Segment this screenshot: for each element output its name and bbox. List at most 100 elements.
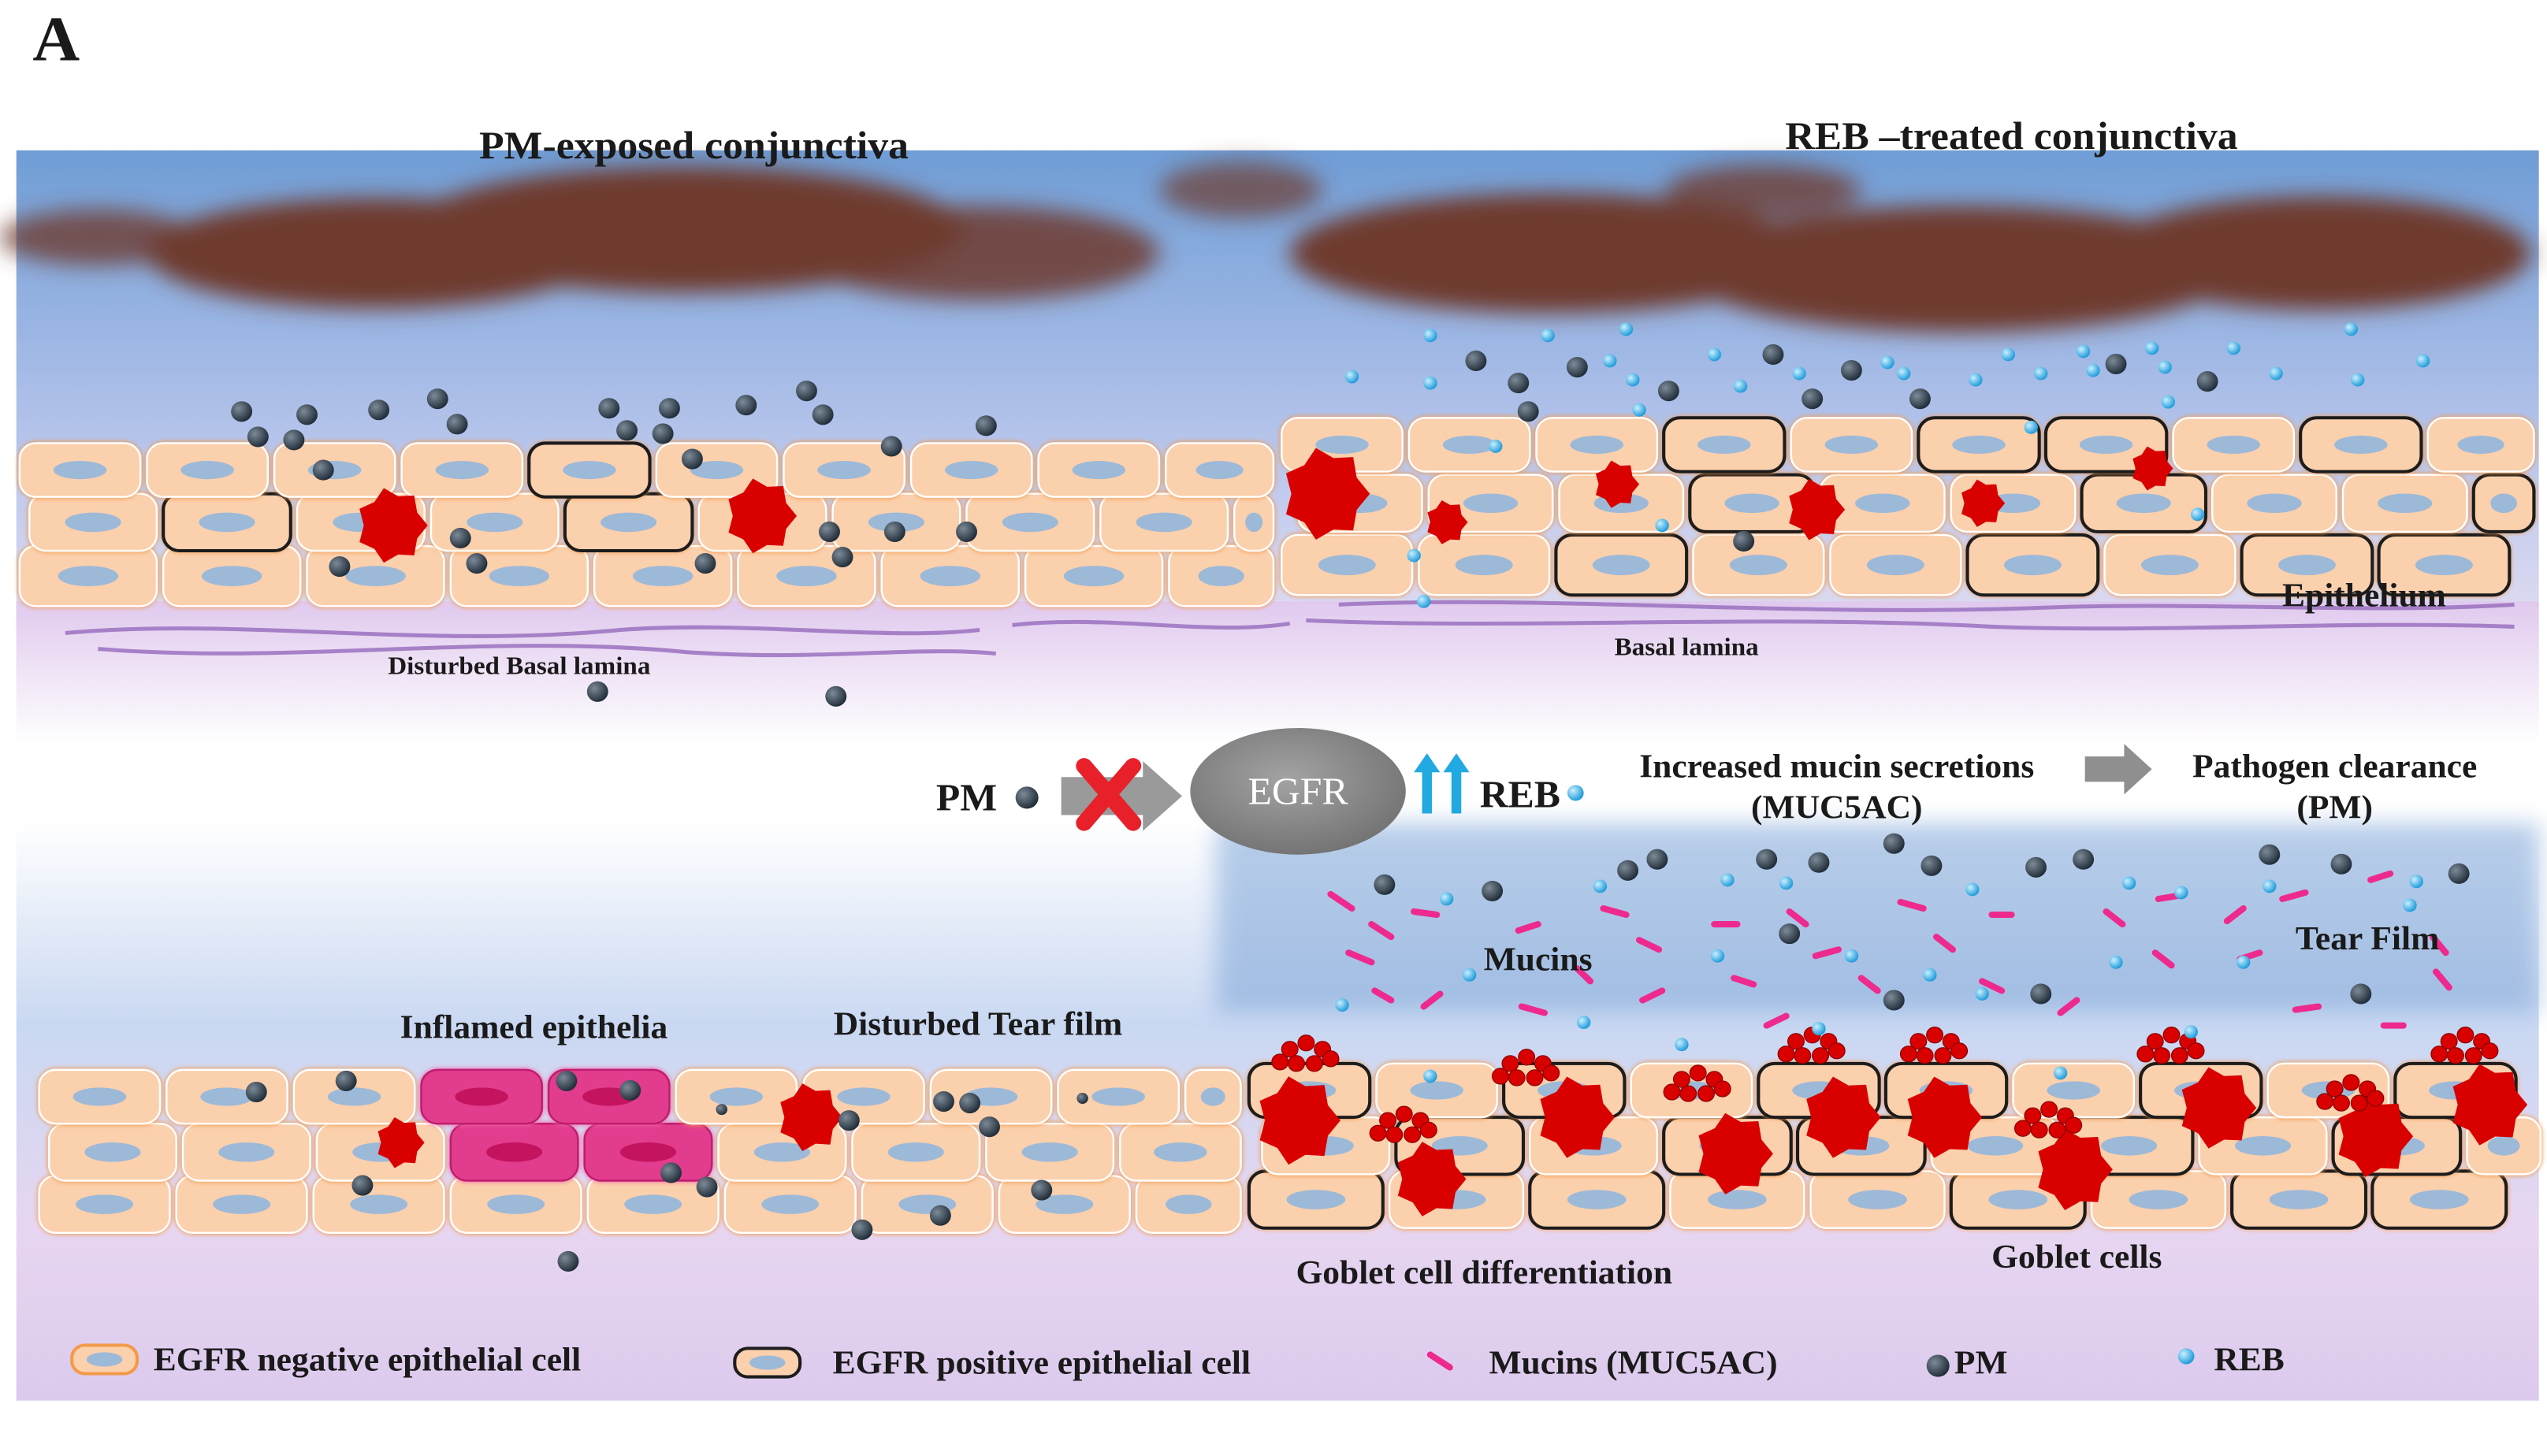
mucin-granule xyxy=(1672,1071,1690,1088)
mucin-granule xyxy=(1281,1041,1299,1058)
particles xyxy=(231,322,2470,1272)
egfr-negative-cell xyxy=(585,1173,721,1235)
legend-egfr-negative-label: EGFR negative epithelial cell xyxy=(154,1342,582,1378)
pm-particle xyxy=(735,395,757,416)
pm-particle xyxy=(619,1079,641,1101)
mucin-effect-label: Increased mucin secretions xyxy=(1639,748,2034,785)
reb-particle xyxy=(1923,968,1937,982)
mucin-granule xyxy=(2048,1121,2066,1138)
reb-particle xyxy=(2144,341,2159,355)
reb-particle xyxy=(1603,354,1617,368)
mucin-granule xyxy=(2326,1080,2344,1098)
mucin-granule xyxy=(2065,1116,2083,1134)
reb-particle xyxy=(1733,379,1748,393)
egfr-receptor xyxy=(1190,728,1406,855)
mucin-granule xyxy=(1501,1055,1519,1072)
mucin-granule xyxy=(1787,1033,1805,1050)
egfr-label: EGFR xyxy=(1248,770,1348,812)
goblet-secretion xyxy=(377,1116,425,1168)
reb-particle xyxy=(1576,1016,1591,1030)
egfr-negative-cell xyxy=(1817,472,1947,534)
egfr-positive-cell xyxy=(1246,1168,1385,1231)
pm-particle xyxy=(2073,849,2095,870)
pm-particle xyxy=(312,459,334,481)
egfr-negative-cell xyxy=(1279,532,1415,598)
egfr-negative-cell xyxy=(180,1121,313,1183)
reb-particle xyxy=(2161,395,2176,409)
pm-particle xyxy=(1883,990,1905,1011)
egfr-positive-cell xyxy=(2298,415,2424,474)
mucin-strand xyxy=(1371,987,1395,1004)
mucin-strand xyxy=(1635,937,1663,953)
egfr-negative-cell xyxy=(859,1173,995,1235)
reb-particle xyxy=(1423,1069,1437,1083)
pm-particle xyxy=(446,414,468,435)
goblet-secretions xyxy=(359,446,2528,1216)
reb-particle xyxy=(2236,955,2251,969)
mucin-granule xyxy=(2153,1047,2171,1064)
pm-particle xyxy=(696,1176,718,1198)
mucin-granule xyxy=(1916,1047,1934,1064)
mucin-strand xyxy=(1897,898,1927,912)
reb-particle xyxy=(2263,879,2277,893)
pm-particle xyxy=(2196,371,2218,392)
mucin-granule xyxy=(1297,1034,1315,1052)
legend-egfr-positive-label: EGFR positive epithelial cell xyxy=(833,1345,1251,1381)
pm-particle xyxy=(247,426,269,448)
pm-particle xyxy=(231,401,253,422)
egfr-negative-cell xyxy=(592,543,734,609)
egfr-negative-cell xyxy=(1117,1121,1244,1183)
mucin-granule xyxy=(2170,1047,2188,1064)
egfr-positive-cell xyxy=(1916,415,2042,474)
egfr-positive-cell xyxy=(2239,532,2375,598)
reb-particle xyxy=(2121,876,2136,890)
basal-lamina-label: Basal lamina xyxy=(1615,633,1759,661)
mucin-granule xyxy=(1305,1055,1323,1072)
mucin-granule xyxy=(2136,1046,2155,1063)
egfr-negative-cell xyxy=(27,491,159,554)
egfr-negative-cell xyxy=(17,543,159,609)
mucin-granule xyxy=(1271,1053,1289,1071)
mucin-strand xyxy=(1518,1003,1549,1016)
egfr-negative-cell xyxy=(781,440,907,500)
inflamed-cell xyxy=(546,1067,672,1127)
outcome-sublabel: (PM) xyxy=(2296,789,2373,826)
mucin-granule xyxy=(2342,1074,2360,1091)
pm-particle xyxy=(883,521,905,542)
egfr-negative-cell xyxy=(1668,1168,1807,1231)
egfr-negative-cell xyxy=(17,440,143,500)
mucin-granule xyxy=(2350,1094,2368,1112)
legend-reb-label: REB xyxy=(2214,1342,2284,1378)
inflamed-epithelia-label: Inflamed epithelia xyxy=(400,1009,668,1046)
panel-label: A xyxy=(32,3,80,74)
up-arrows-icon xyxy=(1414,753,1470,814)
mucin-strand xyxy=(2367,870,2394,883)
pm-particle xyxy=(296,404,318,425)
pm-particle xyxy=(819,521,840,542)
pm-particle xyxy=(658,398,680,419)
egfr-negative-cell xyxy=(271,440,398,500)
mucin-strand xyxy=(2057,997,2080,1016)
disturbed-basal-lamina-label: Disturbed Basal lamina xyxy=(388,652,650,680)
mucin-granule xyxy=(2040,1101,2058,1118)
reb-particle xyxy=(1335,998,1349,1012)
egfr-negative-cell xyxy=(1828,532,1964,598)
goblet-secretion xyxy=(728,478,798,554)
reb-particle xyxy=(1541,329,1555,343)
legend-reb-swatch xyxy=(2177,1348,2195,1365)
egfr-positive-cell xyxy=(1965,532,2101,598)
mucin-granule xyxy=(1542,1064,1560,1082)
pm-particle xyxy=(1883,833,1905,854)
mucin-granule xyxy=(1369,1124,1387,1142)
left-panel-title: PM-exposed conjunctiva xyxy=(479,124,909,168)
mucin-granule xyxy=(1777,1046,1795,1063)
egfr-negative-cell xyxy=(1133,1173,1244,1235)
mucin-strand xyxy=(2279,889,2309,902)
egfr-negative-cell xyxy=(2088,1168,2228,1231)
mucin-granule xyxy=(2162,1027,2181,1044)
egfr-positive-cell xyxy=(2079,472,2209,534)
basal-lamina-fibers xyxy=(65,600,2515,658)
goblet-secretion xyxy=(1806,1076,1881,1158)
egfr-negative-cell xyxy=(144,440,270,500)
pm-particle xyxy=(2105,353,2127,375)
